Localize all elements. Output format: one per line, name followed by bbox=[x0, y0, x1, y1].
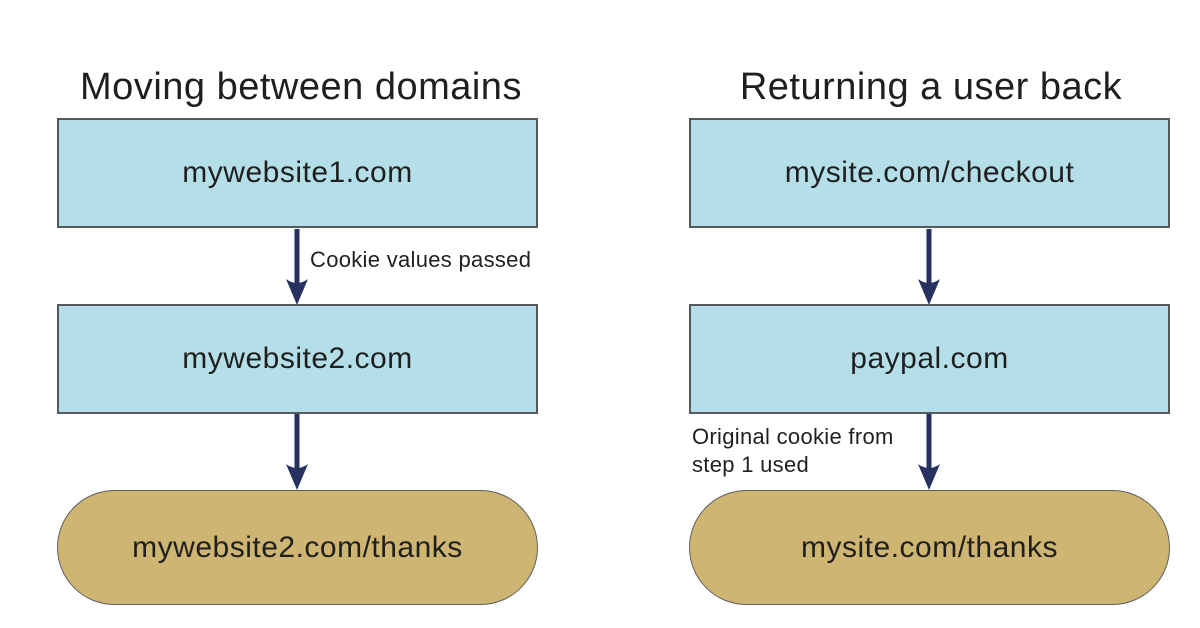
node-mywebsite1: mywebsite1.com bbox=[57, 118, 538, 228]
node-mysite-checkout: mysite.com/checkout bbox=[689, 118, 1170, 228]
node-mywebsite2: mywebsite2.com bbox=[57, 304, 538, 414]
arrow-label-cookie-values-passed: Cookie values passed bbox=[310, 247, 532, 272]
flow-title-left: Moving between domains bbox=[80, 65, 522, 108]
terminal-mysite-thanks: mysite.com/thanks bbox=[689, 490, 1170, 605]
arrow-label-original-cookie-used: Original cookie from step 1 used bbox=[692, 424, 894, 477]
arrow-down-icon bbox=[918, 229, 940, 305]
flow-title-right: Returning a user back bbox=[739, 65, 1123, 108]
arrow-down-icon bbox=[286, 414, 308, 490]
arrow-down-icon bbox=[918, 414, 940, 490]
node-paypal: paypal.com bbox=[689, 304, 1170, 414]
terminal-mywebsite2-thanks: mywebsite2.com/thanks bbox=[57, 490, 538, 605]
arrow-down-icon bbox=[286, 229, 308, 305]
